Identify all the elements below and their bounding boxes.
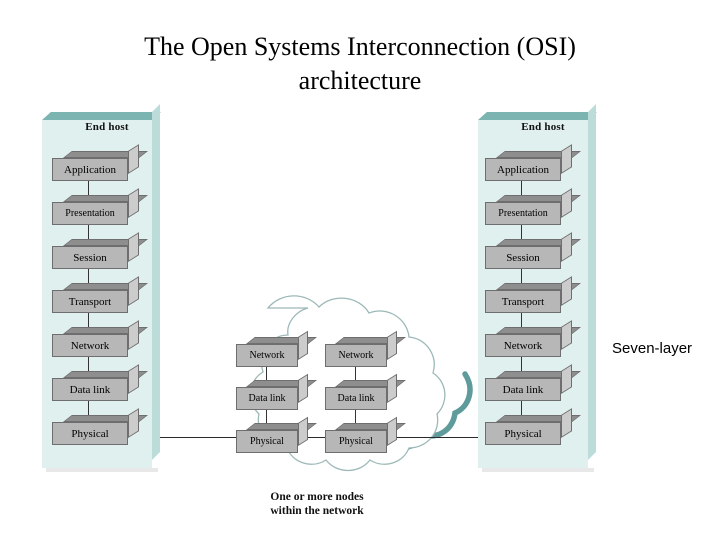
panel-shadow-left: [46, 468, 158, 472]
box-front-face: Application: [52, 158, 128, 181]
layer-connector: [88, 181, 89, 200]
layer-connector: [88, 269, 89, 288]
layer-connector: [521, 181, 522, 200]
layer-connector: [88, 313, 89, 332]
layer-connector: [88, 401, 89, 420]
panel-top-face-left: [42, 112, 161, 120]
end-host-right-label: End host: [521, 121, 565, 133]
box-front-face: Data link: [485, 378, 561, 401]
layer-connector: [521, 401, 522, 420]
box-front-face: Network: [325, 344, 387, 367]
cloud-caption: One or more nodes within the network: [232, 490, 402, 518]
box-front-face: Transport: [52, 290, 128, 313]
layer-connector: [521, 269, 522, 288]
box-front-face: Physical: [236, 430, 298, 453]
layer-connector: [88, 357, 89, 376]
physical-link-right: [393, 437, 501, 438]
box-front-face: Session: [52, 246, 128, 269]
box-front-face: Presentation: [485, 202, 561, 225]
layer-connector: [521, 225, 522, 244]
box-front-face: Data link: [325, 387, 387, 410]
layer-connector: [521, 357, 522, 376]
panel-side-face-right: [588, 104, 596, 460]
layer-connector: [355, 410, 356, 426]
box-front-face: Network: [52, 334, 128, 357]
box-front-face: Data link: [236, 387, 298, 410]
box-front-face: Physical: [485, 422, 561, 445]
box-front-face: Session: [485, 246, 561, 269]
seven-layer-annotation: Seven-layer: [612, 340, 693, 357]
layer-connector: [266, 410, 267, 426]
box-front-face: Application: [485, 158, 561, 181]
box-front-face: Physical: [52, 422, 128, 445]
page-title: The Open Systems Interconnection (OSI) a…: [60, 30, 660, 98]
end-host-left-label: End host: [85, 121, 129, 133]
layer-connector: [88, 225, 89, 244]
box-front-face: Data link: [52, 378, 128, 401]
network-cloud: [249, 295, 473, 472]
physical-link-middle: [305, 437, 341, 438]
box-front-face: Presentation: [52, 202, 128, 225]
panel-side-face-left: [152, 104, 160, 460]
cloud-caption-line-1: One or more nodes: [270, 491, 364, 503]
layer-connector: [355, 367, 356, 383]
box-front-face: Network: [236, 344, 298, 367]
panel-top-face-right: [478, 112, 597, 120]
page-title-line-2: architecture: [298, 66, 422, 95]
page-title-line-1: The Open Systems Interconnection (OSI): [144, 32, 576, 61]
cloud-caption-line-2: within the network: [270, 505, 364, 517]
box-front-face: Transport: [485, 290, 561, 313]
panel-shadow-right: [482, 468, 594, 472]
physical-link-left: [125, 437, 253, 438]
layer-connector: [266, 367, 267, 383]
box-front-face: Network: [485, 334, 561, 357]
layer-connector: [521, 313, 522, 332]
box-front-face: Physical: [325, 430, 387, 453]
